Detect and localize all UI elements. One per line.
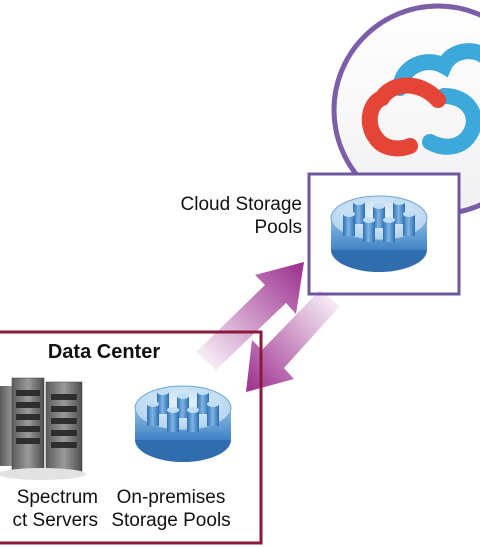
on-premises-storage-icon	[134, 385, 232, 463]
on-premises-storage-label: On-premises Storage Pools	[100, 486, 242, 532]
cloud-logo-icon	[361, 43, 480, 157]
servers-label: Spectrum ct Servers	[0, 486, 98, 532]
server-rack-icon	[0, 377, 86, 480]
download-arrow	[246, 290, 340, 392]
data-center-box	[0, 330, 263, 545]
upload-arrow	[196, 262, 304, 370]
onprem-label-line2: Storage Pools	[111, 510, 231, 531]
servers-label-line2: ct Servers	[12, 510, 98, 531]
cloud-storage-pools-label: Cloud Storage Pools	[150, 193, 302, 239]
data-center-title: Data Center	[47, 341, 161, 363]
onprem-label-line1: On-premises	[116, 487, 226, 508]
cloud-label-line2: Pools	[254, 217, 302, 238]
servers-label-line1: Spectrum	[16, 487, 98, 508]
cloud-storage-box	[307, 172, 461, 296]
cloud-label-line1: Cloud Storage	[180, 194, 302, 215]
